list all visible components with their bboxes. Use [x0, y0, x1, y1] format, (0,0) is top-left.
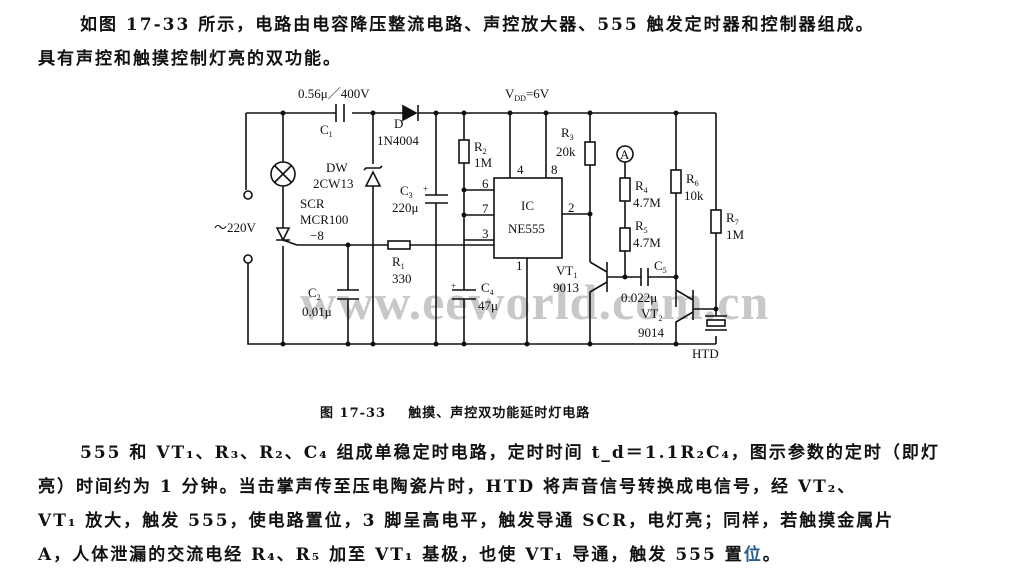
figure-number: 图 17-33: [320, 406, 387, 421]
c5-label: C5: [654, 258, 667, 275]
dw-part: 2CW13: [313, 176, 353, 191]
c2-label: C2: [308, 285, 321, 302]
lamp-icon: [270, 161, 296, 187]
c3-value: 220μ: [392, 200, 419, 215]
c1-label: C1: [320, 122, 333, 139]
pin-7: 7: [482, 201, 489, 216]
vt2-label: VT2: [641, 306, 662, 323]
ic-label: IC: [521, 198, 534, 213]
pin-3: 3: [482, 226, 489, 241]
vt1-label: VT1: [556, 263, 577, 280]
htd-label: HTD: [692, 346, 719, 361]
scr-part: MCR100: [300, 212, 348, 227]
pin-1: 1: [516, 258, 523, 273]
r2-value: 1M: [474, 155, 493, 170]
ac-voltage-label: ～220V: [214, 220, 257, 235]
ic-part: NE555: [508, 221, 545, 236]
c3-label: C3: [400, 183, 413, 200]
body-line-2: 亮）时间约为 1 分钟。当击掌声传至压电陶瓷片时，HTD 将声音信号转换成电信号…: [38, 477, 857, 497]
r4-label: R4: [635, 178, 648, 195]
c4-label: C4: [481, 280, 494, 297]
c4-plus: +: [451, 281, 456, 291]
figure-title: 触摸、声控双功能延时灯电路: [408, 406, 591, 421]
body-line-4: A，人体泄漏的交流电经 R₄、R₅ 加至 VT₁ 基极，也使 VT₁ 导通，触发…: [38, 545, 782, 565]
r7-value: 1M: [726, 227, 745, 242]
c2-value: 0.01μ: [302, 304, 332, 319]
intro-line-2: 具有声控和触摸控制灯亮的双功能。: [38, 49, 342, 69]
zener-diode-icon: [363, 165, 383, 187]
c5-value: 0.022μ: [621, 290, 657, 305]
watermark: www.eeworld.com.cn: [300, 274, 770, 330]
r1-label: R1: [392, 254, 405, 271]
r6-value: 10k: [684, 188, 704, 203]
circuit-diagram: + + 0.56μ／400V C1 D 1N4004 VDD=6V DW 2CW…: [214, 86, 745, 361]
d-part: 1N4004: [377, 133, 419, 148]
body-link-wei[interactable]: 位: [743, 545, 763, 565]
r1-value: 330: [392, 271, 412, 286]
r3-label: R3: [561, 125, 574, 142]
scr-part-suffix: −8: [310, 228, 324, 243]
pin-8: 8: [551, 162, 558, 177]
r4-value: 4.7M: [633, 195, 661, 210]
r2-label: R2: [474, 139, 487, 156]
vdd-label: VDD=6V: [505, 86, 550, 103]
r3-value: 20k: [556, 144, 576, 159]
intro-line-1: 如图 17-33 所示，电路由电容降压整流电路、声控放大器、555 触发定时器和…: [80, 15, 875, 35]
scr-label: SCR: [300, 196, 325, 211]
scr-icon: [275, 227, 298, 246]
wires: [243, 104, 727, 345]
r6-label: R6: [686, 171, 699, 188]
pin-2: 2: [568, 200, 575, 215]
r5-label: R5: [635, 218, 648, 235]
r7-label: R7: [726, 210, 739, 227]
vt1-part: 9013: [553, 280, 579, 295]
touch-plate-a: A: [620, 147, 630, 162]
figure-caption: 图 17-33 触摸、声控双功能延时灯电路: [320, 402, 590, 421]
d-label: D: [394, 116, 403, 131]
c4-value: 47μ: [478, 298, 498, 313]
body-line-1: 555 和 VT₁、R₃、R₂、C₄ 组成单稳定时电路，定时时间 t_d＝1.1…: [80, 443, 940, 463]
vt2-part: 9014: [638, 325, 665, 340]
c1-value: 0.56μ／400V: [298, 86, 370, 101]
dw-label: DW: [326, 160, 348, 175]
pin-4: 4: [517, 162, 524, 177]
pin-6: 6: [482, 176, 489, 191]
body-line-3: VT₁ 放大，触发 555，使电路置位，3 脚呈高电平，触发导通 SCR，电灯亮…: [38, 511, 895, 531]
r5-value: 4.7M: [633, 235, 661, 250]
junction-dots: [280, 110, 719, 347]
c3-plus: +: [423, 184, 428, 194]
